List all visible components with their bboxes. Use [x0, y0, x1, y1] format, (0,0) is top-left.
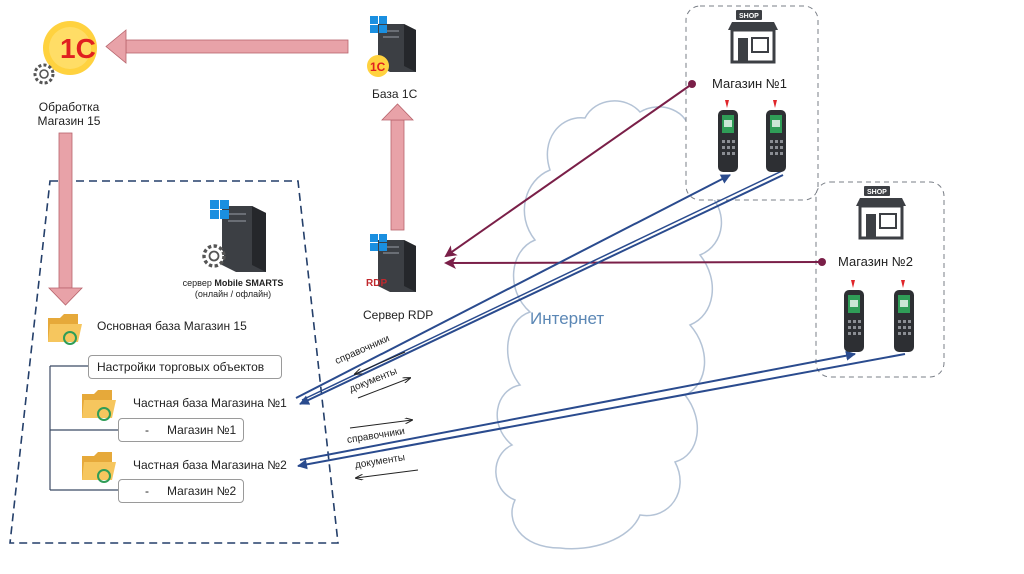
mobile-server-mode: (онлайн / офлайн)	[194, 289, 272, 299]
server-zone-border	[9, 180, 339, 544]
link-terminal-2b-to-base2	[297, 353, 906, 470]
shop2-zone	[815, 181, 945, 378]
server-icon	[378, 24, 416, 72]
windows-icon	[370, 234, 387, 251]
shop-icon: SHOP	[728, 10, 778, 64]
arrow-shop2-to-rdp	[444, 256, 823, 269]
tree-lines	[49, 365, 118, 491]
rdp-badge: RDP	[366, 278, 387, 289]
folder-icon	[48, 314, 82, 345]
processing-label-line1: Обработка	[38, 100, 100, 114]
shop2-label: Магазин №2	[838, 254, 913, 269]
terminal-icon	[718, 100, 738, 172]
settings-label: Настройки торговых объектов	[97, 360, 265, 374]
svg-text:1С: 1С	[60, 33, 96, 64]
store-item-2-box: - Магазин №2	[118, 479, 244, 503]
settings-box: Настройки торговых объектов	[88, 355, 282, 379]
link-terminal-1b-to-base1	[299, 174, 784, 405]
store-item-1-label: Магазин №1	[167, 423, 237, 437]
arrow-processing-to-mainbase	[48, 132, 83, 306]
shop-icon: SHOP	[856, 186, 906, 240]
terminal-icon	[766, 100, 786, 172]
windows-icon	[370, 16, 387, 33]
link-base1-to-terminal-1a	[295, 174, 731, 399]
logo-1c-icon: 1С	[43, 21, 97, 75]
docs1-flow-arrow	[357, 378, 410, 399]
private-base-2-label: Частная база Магазина №2	[133, 458, 287, 472]
server-icon	[378, 240, 416, 292]
processing-label-line2: Магазин 15	[37, 114, 101, 128]
shop1-connector-dot	[688, 80, 696, 88]
terminal-icon	[894, 280, 914, 352]
internet-label: Интернет	[530, 309, 605, 328]
internet-cloud	[495, 100, 722, 550]
gear-icon	[202, 244, 226, 268]
svg-text:1С: 1С	[370, 60, 386, 74]
arrow-rdp-to-base1c	[381, 103, 414, 231]
shop-sign-label: SHOP	[867, 189, 887, 196]
store-item-1-box: - Магазин №1	[118, 418, 244, 442]
processing-label: Обработка Магазин 15	[14, 100, 124, 128]
mobile-server-name: Mobile SMARTS	[214, 278, 284, 288]
store-item-2-dash: -	[145, 484, 149, 498]
docs2-flow-arrow	[356, 469, 419, 478]
link-base2-to-terminal-2a	[299, 350, 856, 461]
logo-1c-icon: 1С	[367, 55, 389, 77]
arrow-base1c-to-processing	[105, 29, 349, 64]
store-item-2-label: Магазин №2	[167, 484, 237, 498]
server-rdp-label: Сервер RDP	[363, 308, 434, 322]
private-base-1-label: Частная база Магазина №1	[133, 396, 287, 410]
refs2-flow-arrow	[349, 420, 412, 429]
base-1c-label: База 1С	[372, 87, 418, 101]
arrow-shop1-to-rdp	[444, 83, 693, 258]
server-icon	[222, 206, 266, 272]
shop2-connector-dot	[818, 258, 826, 266]
shop-sign-label: SHOP	[739, 13, 759, 20]
store-item-1-dash: -	[145, 423, 149, 437]
shop1-label: Магазин №1	[712, 76, 787, 91]
main-base-label: Основная база Магазин 15	[97, 319, 247, 333]
terminal-icon	[844, 280, 864, 352]
shop1-zone	[685, 5, 819, 201]
folder-icon	[82, 390, 116, 421]
mobile-server-label: сервер Mobile SMARTS (онлайн / офлайн)	[178, 278, 288, 300]
gear-icon	[33, 63, 55, 85]
folder-icon	[82, 452, 116, 483]
refs1-flow-arrow	[355, 351, 406, 374]
mobile-server-prefix: сервер	[182, 278, 212, 288]
windows-icon	[210, 200, 229, 219]
